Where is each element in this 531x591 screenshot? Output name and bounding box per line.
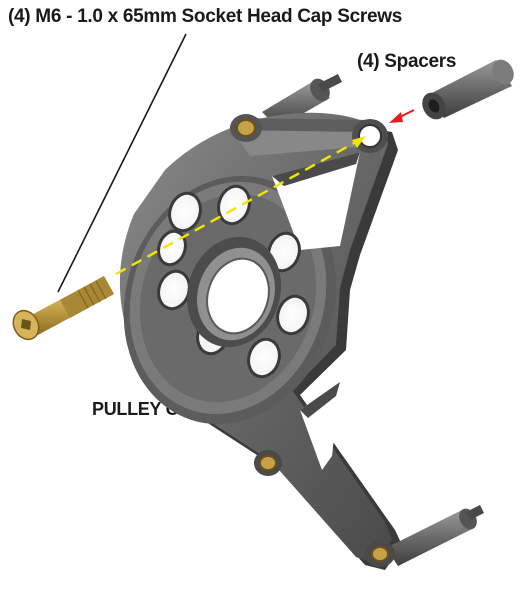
red-arrow	[389, 109, 415, 123]
alignment-guide-line	[115, 140, 357, 276]
standoff-bottom-left	[254, 450, 282, 476]
socket-head-cap-screw	[12, 276, 114, 341]
pulley-cover-part	[119, 112, 402, 571]
alignment-arrowhead	[352, 136, 366, 148]
screws-callout-label: (4) M6 - 1.0 x 65mm Socket Head Cap Scre…	[8, 6, 402, 27]
spacer-part	[422, 59, 514, 120]
spacers-callout-label: (4) Spacers	[357, 51, 457, 72]
screws-leader-line	[57, 33, 187, 293]
standoff-bottom-right	[365, 505, 484, 567]
